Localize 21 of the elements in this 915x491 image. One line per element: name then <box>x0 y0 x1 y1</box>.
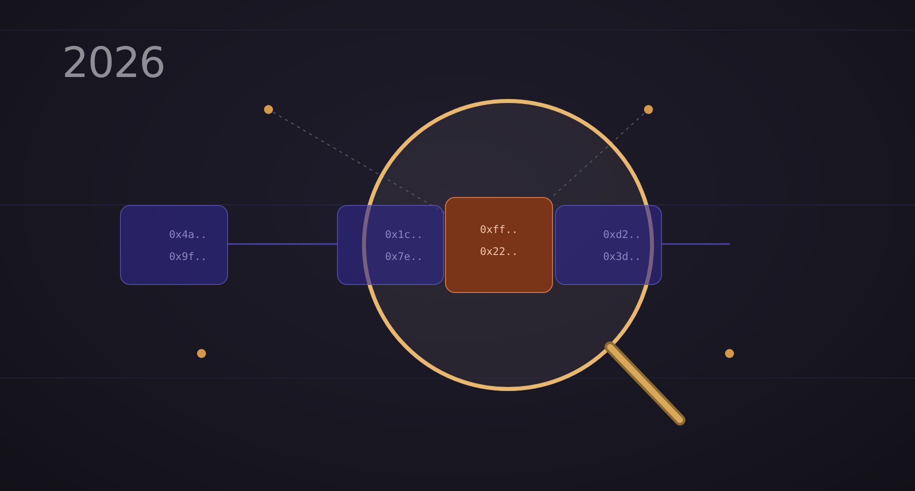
hash-text: 0x4a.. <box>169 228 207 243</box>
highlighted-block <box>445 197 553 293</box>
hash-text: 0x22.. <box>480 245 518 260</box>
dot <box>644 105 653 114</box>
hash-text: 0x1c.. <box>385 228 423 243</box>
dot <box>264 105 273 114</box>
block <box>337 205 444 285</box>
hash-text: 0x9f.. <box>169 250 207 265</box>
hash-text: 0x3d.. <box>603 250 641 265</box>
year-heading: 2026 <box>62 38 165 87</box>
dashed-line <box>551 113 644 198</box>
block <box>120 205 228 285</box>
dot <box>197 349 206 358</box>
connector-line <box>662 243 730 245</box>
dashed-line <box>272 112 446 214</box>
dot <box>725 349 734 358</box>
hash-text: 0xd2.. <box>603 228 641 243</box>
hash-text: 0x7e.. <box>385 250 423 265</box>
block <box>555 205 662 285</box>
connector-line <box>228 243 337 245</box>
hash-text: 0xff.. <box>480 223 518 238</box>
